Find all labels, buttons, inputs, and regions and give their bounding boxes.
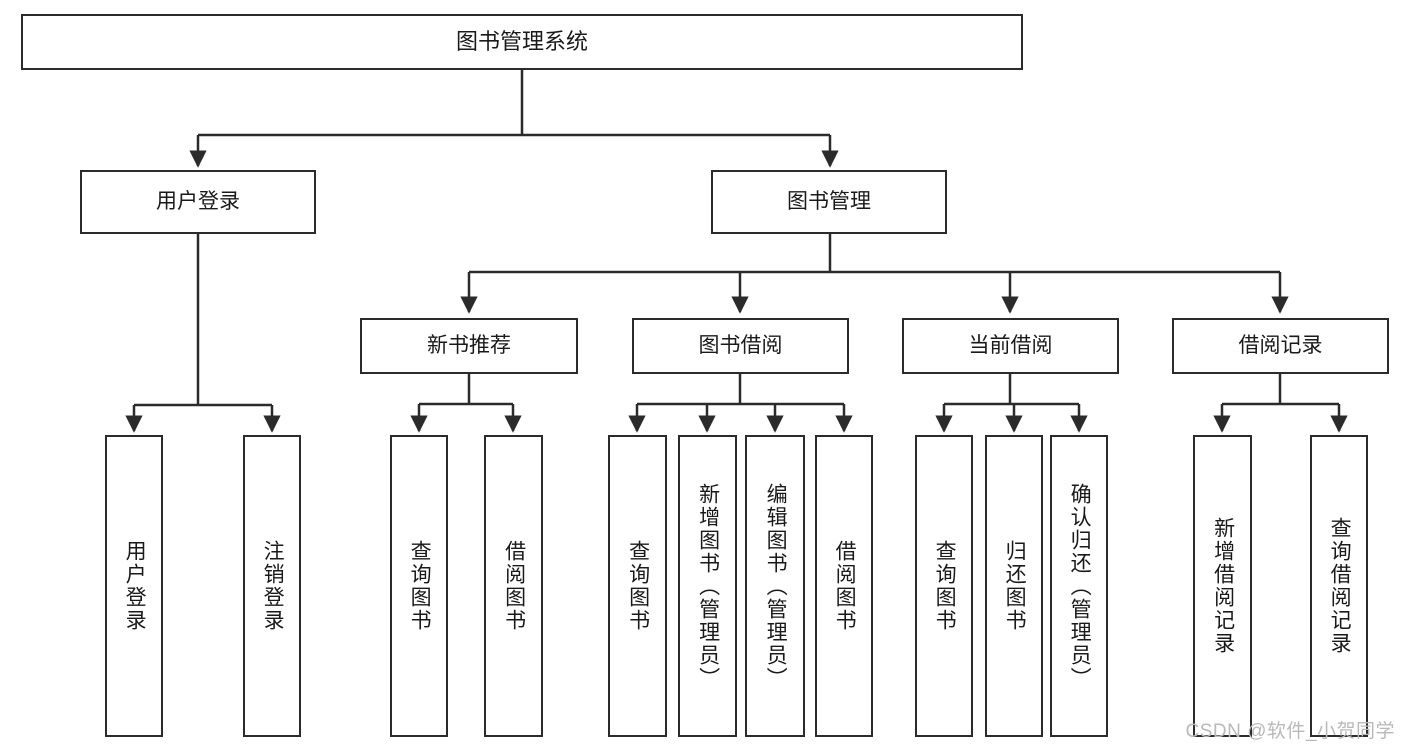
node-leaf-query-book-2[interactable]: 查询图书 xyxy=(608,435,667,737)
node-label: 确认归还（管理员） xyxy=(1068,482,1092,690)
csdn-watermark: CSDN @软件_小贺同学 xyxy=(1185,721,1395,742)
node-leaf-logout[interactable]: 注销登录 xyxy=(243,435,301,737)
node-label: 新增图书（管理员） xyxy=(696,482,720,690)
node-label: 查询借阅记录 xyxy=(1328,517,1352,655)
node-label: 归还图书 xyxy=(1003,540,1027,632)
node-borrow-record[interactable]: 借阅记录 xyxy=(1172,318,1389,374)
node-root[interactable]: 图书管理系统 xyxy=(21,14,1023,70)
node-leaf-confirm-return[interactable]: 确认归还（管理员） xyxy=(1050,435,1108,737)
node-leaf-add-book[interactable]: 新增图书（管理员） xyxy=(678,435,737,737)
node-label: 查询图书 xyxy=(626,540,650,632)
node-leaf-borrow-book-2[interactable]: 借阅图书 xyxy=(815,435,873,737)
node-leaf-user-login[interactable]: 用户登录 xyxy=(105,435,163,737)
node-leaf-query-record[interactable]: 查询借阅记录 xyxy=(1310,435,1368,737)
node-book-borrow[interactable]: 图书借阅 xyxy=(632,318,849,374)
node-book-manage[interactable]: 图书管理 xyxy=(711,170,947,234)
node-leaf-add-record[interactable]: 新增借阅记录 xyxy=(1193,435,1252,737)
node-leaf-query-book-1[interactable]: 查询图书 xyxy=(390,435,448,737)
node-label: 查询图书 xyxy=(933,540,957,632)
node-label: 注销登录 xyxy=(261,540,285,632)
node-current-borrow[interactable]: 当前借阅 xyxy=(902,318,1119,374)
node-leaf-query-book-3[interactable]: 查询图书 xyxy=(915,435,973,737)
node-leaf-return-book[interactable]: 归还图书 xyxy=(985,435,1043,737)
node-new-book-rec[interactable]: 新书推荐 xyxy=(360,318,578,374)
node-user-login[interactable]: 用户登录 xyxy=(80,170,316,234)
node-label: 用户登录 xyxy=(123,540,147,632)
node-label: 查询图书 xyxy=(408,540,432,632)
node-label: 编辑图书（管理员） xyxy=(764,482,788,690)
node-label: 借阅图书 xyxy=(502,540,526,632)
node-label: 借阅图书 xyxy=(833,540,857,632)
node-label: 新增借阅记录 xyxy=(1211,517,1235,655)
node-leaf-edit-book[interactable]: 编辑图书（管理员） xyxy=(745,435,805,737)
node-leaf-borrow-book-1[interactable]: 借阅图书 xyxy=(484,435,543,737)
